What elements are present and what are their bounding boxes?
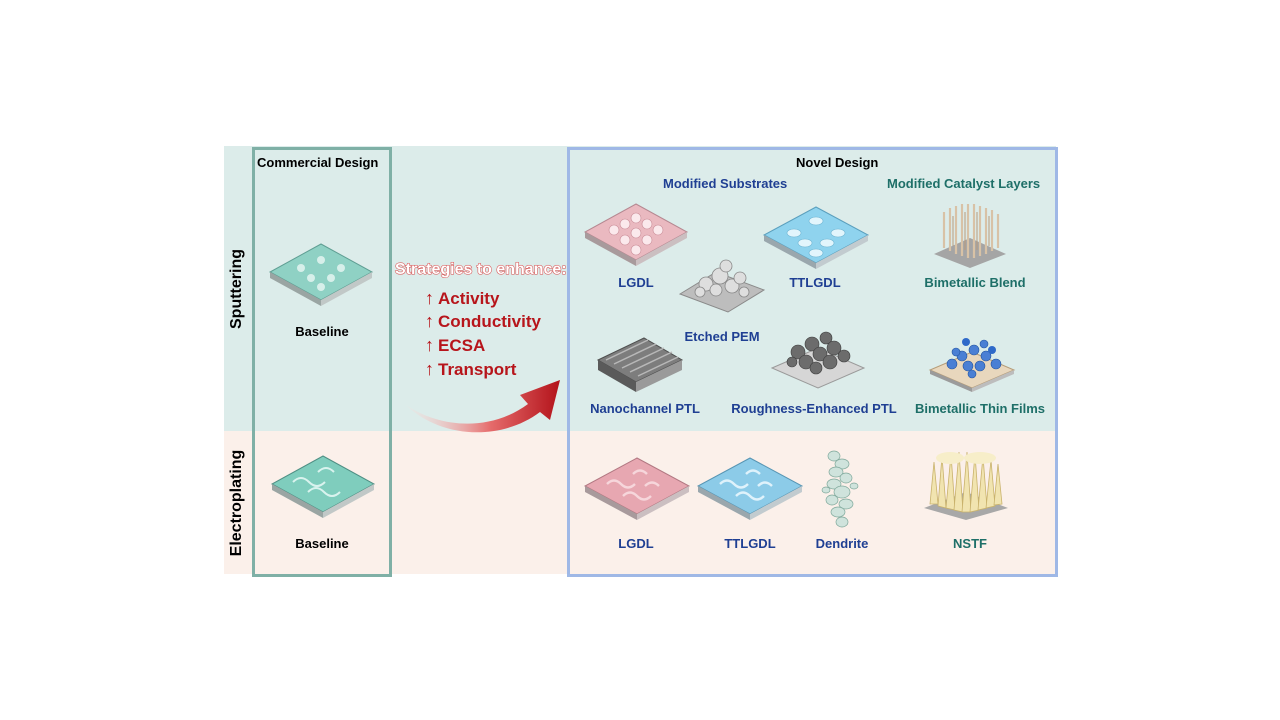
commercial-design-title: Commercial Design (257, 155, 379, 170)
nstf-label: NSTF (953, 536, 987, 551)
bimetallic-blend-illustration (934, 204, 1006, 268)
novel-design-title: Novel Design (796, 155, 879, 170)
dendrite-illustration (821, 450, 859, 528)
ttlgdl-electroplating-label: TTLGDL (724, 536, 776, 551)
nanochannel-ptl-illustration (596, 337, 684, 392)
strategy-item: ↑ECSA (425, 335, 486, 355)
strategy-item: ↑Transport (425, 359, 517, 379)
ttlgdl-electroplating-illustration (696, 457, 804, 520)
lgdl-sputtering-label: LGDL (618, 275, 654, 290)
strategy-item: ↑Conductivity (425, 311, 541, 331)
baseline-electroplating-label: Baseline (295, 536, 349, 551)
bimetallic-thin-films-label: Bimetallic Thin Films (914, 401, 1046, 416)
modified-substrates-header: Modified Substrates (663, 176, 788, 191)
roughness-ptl-illustration (770, 331, 866, 389)
commercial-design-frame (252, 147, 392, 577)
ttlgdl-sputtering-illustration (762, 206, 870, 269)
bimetallic-thin-films-illustration (928, 338, 1016, 392)
modified-catalyst-layers-header: Modified Catalyst Layers (887, 176, 1041, 191)
bimetallic-blend-label: Bimetallic Blend (924, 275, 1026, 290)
nanochannel-ptl-label: Nanochannel PTL (590, 401, 700, 416)
ttlgdl-sputtering-label: TTLGDL (789, 275, 841, 290)
baseline-sputtering-label: Baseline (295, 324, 349, 339)
nstf-illustration (924, 451, 1008, 520)
etched-pem-illustration (678, 259, 766, 313)
etched-pem-label: Etched PEM (684, 329, 760, 344)
novel-design-frame (567, 147, 1058, 577)
strategies-title: Strategies to enhance: (395, 261, 568, 279)
lgdl-electroplating-label: LGDL (618, 536, 654, 551)
row-label-electroplating: Electroplating (228, 449, 245, 557)
lgdl-electroplating-illustration (583, 457, 691, 520)
enhancement-arrow (406, 380, 560, 433)
row-label-sputtering: Sputtering (228, 249, 245, 329)
baseline-electroplating-illustration (270, 455, 376, 518)
dendrite-label: Dendrite (815, 536, 869, 551)
baseline-sputtering-illustration (268, 243, 374, 306)
strategy-item: ↑Activity (425, 288, 500, 308)
lgdl-sputtering-illustration (583, 203, 689, 266)
roughness-ptl-label: Roughness-Enhanced PTL (731, 401, 897, 416)
